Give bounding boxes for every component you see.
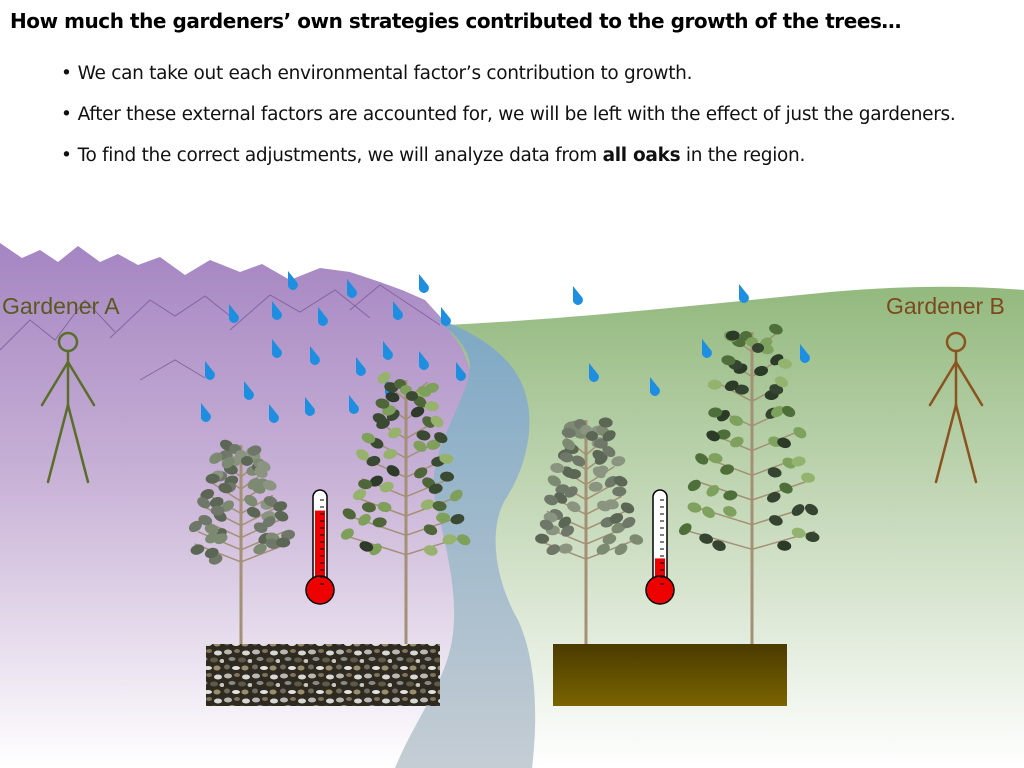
rain-drop bbox=[200, 403, 211, 422]
bullet-list: •We can take out each environmental fact… bbox=[61, 58, 991, 181]
rain-drop bbox=[355, 357, 366, 376]
bullet-emphasis: all oaks bbox=[602, 145, 681, 166]
oak-tree-a-small bbox=[188, 439, 296, 644]
soil-a-gravel bbox=[206, 644, 440, 706]
rain-drop bbox=[228, 304, 239, 323]
oak-tree-b-large bbox=[679, 323, 820, 644]
gardener-b-label: Gardener B bbox=[886, 293, 1005, 319]
rain-drop bbox=[287, 271, 298, 290]
bullet-item: •To find the correct adjustments, we wil… bbox=[61, 145, 806, 166]
rain-drops bbox=[200, 271, 810, 423]
rain-drop bbox=[392, 301, 403, 320]
thermometer-a-level bbox=[315, 510, 325, 586]
rain-drop bbox=[418, 351, 429, 370]
bullet-text: in the region. bbox=[680, 145, 806, 166]
bullet-item: •After these external factors are accoun… bbox=[61, 104, 956, 125]
rain-drop bbox=[418, 274, 429, 293]
oak-tree-a-large bbox=[340, 371, 471, 644]
rain-drop bbox=[309, 346, 320, 365]
slide-title: How much the gardeners’ own strategies c… bbox=[10, 9, 901, 33]
thermometer-a bbox=[305, 489, 335, 605]
gardener-a-figure bbox=[40, 331, 96, 484]
oak-tree-b-small bbox=[535, 417, 644, 644]
rain-drop bbox=[799, 344, 810, 363]
rain-drop bbox=[440, 307, 451, 326]
rain-drop bbox=[348, 395, 359, 414]
thermometer-b bbox=[645, 489, 675, 605]
rain-drop bbox=[572, 286, 583, 305]
rain-drop bbox=[204, 361, 215, 380]
bullet-text: We can take out each environmental facto… bbox=[77, 63, 693, 84]
rain-drop bbox=[382, 341, 393, 360]
rain-drop bbox=[346, 279, 357, 298]
rain-drop bbox=[304, 397, 315, 416]
rain-drop bbox=[701, 339, 712, 358]
rain-drop bbox=[268, 404, 279, 423]
rain-drop bbox=[588, 363, 599, 382]
bullet-text: To find the correct adjustments, we will… bbox=[77, 145, 603, 166]
gardener-a-label: Gardener A bbox=[2, 293, 120, 319]
rain-drop bbox=[738, 284, 749, 303]
thermometer-b-level bbox=[655, 558, 665, 586]
rain-drop bbox=[649, 377, 660, 396]
rain-drop bbox=[271, 301, 282, 320]
rain-drop bbox=[243, 381, 254, 400]
bullet-item: •We can take out each environmental fact… bbox=[61, 63, 693, 84]
gardener-b-figure bbox=[928, 331, 984, 484]
rain-drop bbox=[455, 362, 466, 381]
oak-trees bbox=[188, 323, 820, 644]
bullet-text: After these external factors are account… bbox=[77, 104, 956, 125]
soil-b-earth bbox=[553, 644, 787, 706]
rain-drop bbox=[317, 307, 328, 326]
rain-drop bbox=[271, 339, 282, 358]
